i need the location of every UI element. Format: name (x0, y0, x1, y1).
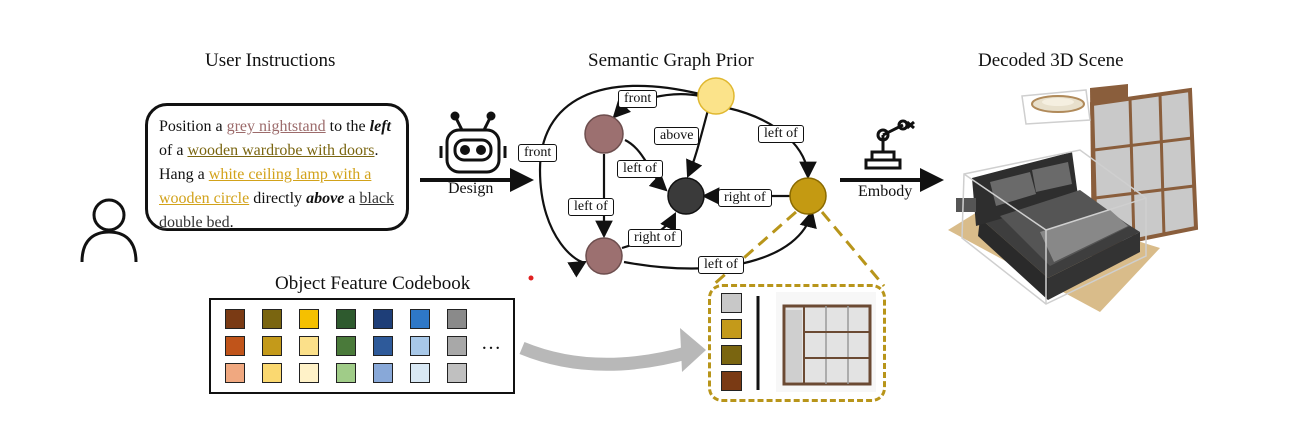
edge-label-above: above (654, 127, 700, 145)
instr-text-1: Position a (159, 118, 227, 135)
user-icon (80, 198, 138, 263)
zoom-connector (711, 210, 886, 288)
codebook-swatch (447, 336, 467, 356)
instr-text-2: to the (325, 118, 370, 135)
codebook-swatch (447, 363, 467, 383)
semantic-graph-title: Semantic Graph Prior (588, 50, 754, 71)
zoom-feature-swatch (721, 345, 742, 365)
instr-text-7: . (229, 214, 234, 231)
codebook-ellipsis: … (481, 332, 501, 354)
codebook-swatch (410, 309, 430, 329)
node-bed (667, 177, 705, 215)
edge-label-left-of-nightstand-bed: left of (617, 160, 663, 178)
codebook-panel (209, 298, 515, 394)
edge-label-right-of-bottom: right of (628, 229, 682, 247)
bedroom-scene-render (948, 84, 1199, 312)
instr-text-3: of a (159, 142, 188, 159)
instr-obj-nightstand: grey nightstand (226, 118, 326, 135)
decoded-scene-title: Decoded 3D Scene (978, 50, 1124, 71)
zoom-feature-swatch (721, 293, 742, 313)
zoom-feature-swatch (721, 319, 742, 339)
codebook-swatch (299, 336, 319, 356)
instruction-bubble: Position a grey nightstand to the left o… (145, 103, 409, 231)
codebook-swatch (373, 363, 393, 383)
codebook-swatch (410, 363, 430, 383)
codebook-swatch (262, 363, 282, 383)
codebook-swatch (373, 336, 393, 356)
node-object (585, 237, 623, 275)
codebook-swatch (225, 336, 245, 356)
codebook-title: Object Feature Codebook (275, 273, 471, 294)
edge-label-left-of-bottom: left of (698, 256, 744, 274)
edge-label-left-of-lamp-wardrobe: left of (758, 125, 804, 143)
edge-label-left-of-vertical: left of (568, 198, 614, 216)
codebook-swatch (299, 309, 319, 329)
codebook-swatch (447, 309, 467, 329)
robot-icon (439, 111, 507, 174)
instr-rel-left: left (369, 118, 391, 135)
codebook-swatch (262, 309, 282, 329)
zoom-feature-swatch (721, 371, 742, 391)
edge-label-right-of-wardrobe-bed: right of (718, 189, 772, 207)
instr-rel-above: above (306, 190, 345, 207)
robot-arm-icon (864, 119, 915, 170)
caption-strip (0, 408, 1300, 427)
stray-dot (528, 275, 534, 281)
codebook-swatch (225, 309, 245, 329)
codebook-swatch (336, 363, 356, 383)
codebook-swatch (336, 309, 356, 329)
edge-label-front-top: front (618, 90, 658, 108)
instr-obj-lamp: white ceiling lamp with a wooden circle (159, 166, 372, 207)
instr-obj-wardrobe: wooden wardrobe with doors (187, 142, 375, 159)
instr-text-5: directly (249, 190, 307, 207)
codebook-swatch (262, 336, 282, 356)
node-lamp (697, 77, 735, 115)
codebook-swatch (225, 363, 245, 383)
codebook-swatch (410, 336, 430, 356)
edge-label-front-left: front (518, 144, 558, 162)
codebook-swatch (299, 363, 319, 383)
instr-text-4: . Hang a (159, 142, 379, 183)
zoom-detail-box (708, 284, 886, 402)
user-instructions-title: User Instructions (205, 50, 336, 71)
wardrobe-preview-image (776, 292, 876, 392)
embody-label: Embody (858, 183, 913, 200)
codebook-swatch (373, 309, 393, 329)
instr-obj-bed: black double bed (159, 190, 395, 231)
node-nightstand (584, 114, 624, 154)
codebook-swatch (336, 336, 356, 356)
instr-text-6: a (344, 190, 360, 207)
node-wardrobe (789, 177, 827, 215)
codebook-to-object-arrow (519, 328, 706, 372)
design-label: Design (448, 180, 494, 197)
